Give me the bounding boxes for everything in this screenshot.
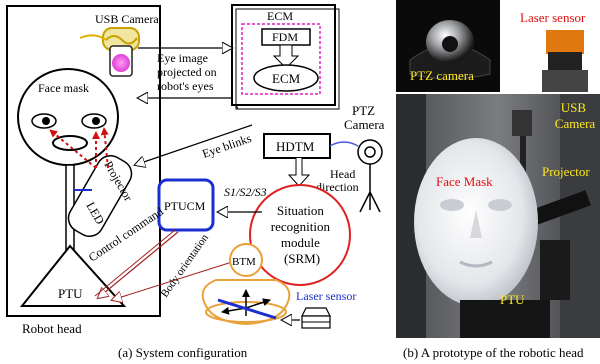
projection-rays <box>49 127 109 169</box>
photo-ptz-label: PTZ camera <box>410 68 474 83</box>
prototype-photo: PTZ camera Laser sensor USB Camera Proje… <box>396 0 600 360</box>
ecm-inner-label: ECM <box>272 71 301 86</box>
robot-head-label: Robot head <box>22 321 82 336</box>
ecm-dashed-region <box>241 23 321 95</box>
fdm-to-ecm-arrow <box>272 44 300 69</box>
hdtm-label: HDTM <box>276 139 315 154</box>
ptucm-label: PTUCM <box>164 199 206 213</box>
head-direction-label: Head direction <box>316 167 359 194</box>
photo-face-mask-label: Face Mask <box>436 174 493 189</box>
eye-blinks-label: Eye blinks <box>200 131 253 161</box>
srm-circle <box>249 184 351 286</box>
usb-camera-label: USB Camera <box>95 12 159 26</box>
btm-body-icon <box>201 243 291 326</box>
ecm-title: ECM <box>267 9 293 23</box>
s123-label: S1/S2/S3 <box>224 185 267 199</box>
usb-camera-photo <box>512 110 532 136</box>
ptz-camera-icon <box>329 139 383 213</box>
hdtm-to-srm-arrow <box>287 158 311 187</box>
eye-blinks-arrow <box>135 124 253 165</box>
ptu-label: PTU <box>58 286 83 301</box>
caption-a: (a) System configuration <box>118 345 248 360</box>
btm-label: BTM <box>232 256 256 268</box>
fdm-label: FDM <box>272 30 298 44</box>
usb-camera-icon <box>79 27 140 77</box>
caption-b: (b) A prototype of the robotic head <box>403 345 584 360</box>
system-configuration-diagram: USB Camera Face mask Projector LED <box>6 4 385 360</box>
photo-laser-label: Laser sensor <box>520 10 586 25</box>
photo-ptu-label: PTU <box>500 292 525 307</box>
photo-usb-camera-label: USB Camera <box>555 100 596 131</box>
robot-head-box <box>6 5 161 317</box>
laser-sensor-icon <box>301 307 331 329</box>
body-orientation-arrow <box>112 261 233 300</box>
control-command-arrow <box>98 231 179 298</box>
ptucm-box <box>157 178 215 232</box>
eye-image-label: Eye image projected on robot's eyes <box>157 51 220 93</box>
ptu-photo <box>460 300 550 338</box>
ecm-shadow <box>235 8 340 110</box>
ptz-camera-label: PTZ Camera <box>344 103 385 132</box>
ecm-inner-ellipse <box>253 64 319 92</box>
projector-box <box>67 155 133 237</box>
face-mask-label: Face mask <box>38 81 89 95</box>
photo-projector-label: Projector <box>542 164 590 179</box>
srm-label: Situation recognition module (SRM) <box>271 203 333 266</box>
laser-sensor-label: Laser sensor <box>296 289 356 303</box>
projector-photo <box>529 190 591 226</box>
